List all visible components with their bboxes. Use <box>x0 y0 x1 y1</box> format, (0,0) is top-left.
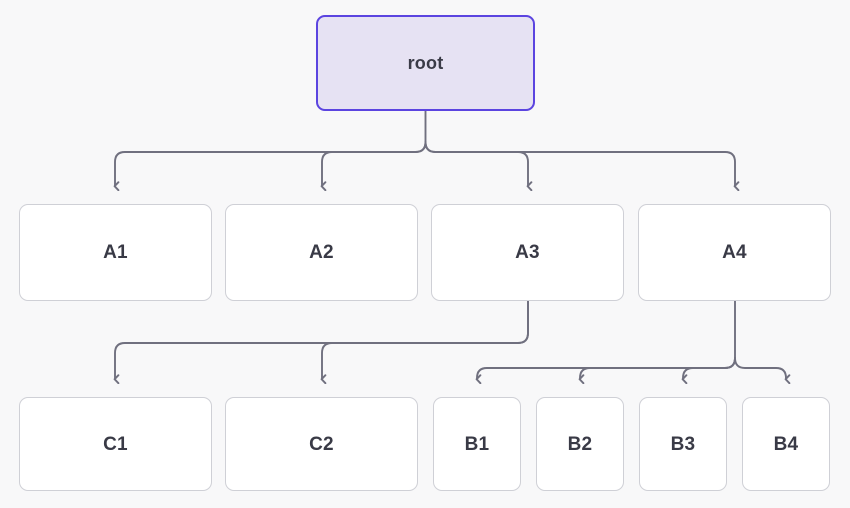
edge-root-a1 <box>115 141 427 186</box>
node-a2-label: A2 <box>309 242 334 263</box>
node-a3-label: A3 <box>515 242 540 263</box>
node-root-label: root <box>407 53 444 73</box>
node-a1-label: A1 <box>103 242 128 263</box>
node-b2-label: B2 <box>567 433 593 455</box>
edge-a4-b4 <box>734 357 786 379</box>
node-a3[interactable]: A3 <box>431 204 624 301</box>
node-b4-label: B4 <box>773 433 799 455</box>
node-a4-label: A4 <box>722 242 747 263</box>
node-a4[interactable]: A4 <box>638 204 831 301</box>
node-b4[interactable]: B4 <box>742 397 830 491</box>
node-b1-label: B1 <box>464 433 490 455</box>
node-a2[interactable]: A2 <box>225 204 418 301</box>
node-b1[interactable]: B1 <box>433 397 521 491</box>
node-b3[interactable]: B3 <box>639 397 727 491</box>
edge-root-a2 <box>322 141 427 186</box>
edge-a3-c2 <box>322 300 529 379</box>
node-root[interactable]: root <box>316 15 535 111</box>
node-b2[interactable]: B2 <box>536 397 624 491</box>
node-b3-label: B3 <box>670 433 696 455</box>
edge-a4-b2 <box>580 357 736 379</box>
node-c2-label: C2 <box>309 433 334 455</box>
node-c1-label: C1 <box>103 433 128 455</box>
edge-a4-b3 <box>683 357 736 379</box>
node-c2[interactable]: C2 <box>225 397 418 491</box>
edge-a3-c1 <box>115 300 529 379</box>
node-a1[interactable]: A1 <box>19 204 212 301</box>
node-c1[interactable]: C1 <box>19 397 212 491</box>
edge-root-a3 <box>424 141 529 186</box>
edge-root-a4 <box>424 141 736 186</box>
edge-a4-b1 <box>477 357 736 379</box>
